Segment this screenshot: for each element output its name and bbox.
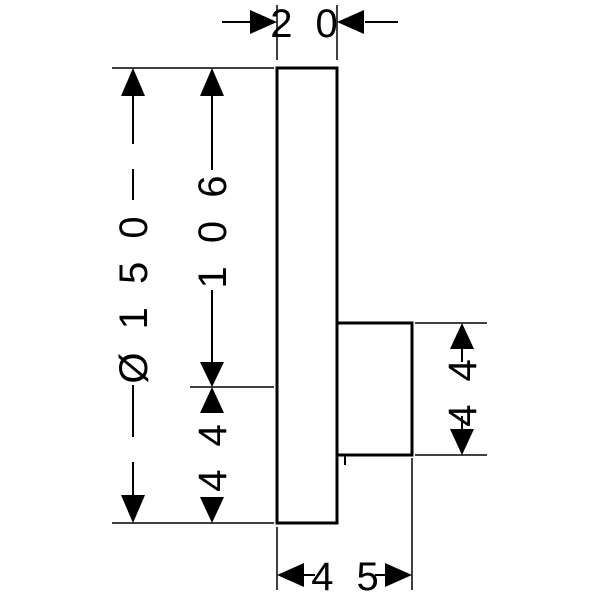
dimension-plate-diameter: Ø 1 5 0 [112, 210, 156, 383]
arrow-up-icon [200, 68, 224, 96]
dimension-plate-thickness: 2 0 [270, 2, 344, 46]
dimension-lines [132, 21, 463, 576]
arrow-left-icon [277, 563, 304, 587]
arrow-down-icon [200, 497, 224, 523]
arrow-right-icon [250, 10, 277, 34]
arrow-down-icon [200, 362, 224, 387]
cover-plate [275, 66, 339, 525]
extension-lines [112, 5, 487, 590]
arrow-left-icon [337, 10, 364, 34]
arrow-right-icon [385, 563, 412, 587]
dimension-lower-height: 4 4 [191, 418, 235, 492]
arrow-down-icon [450, 429, 474, 455]
valve-body [337, 321, 414, 457]
arrowheads [121, 10, 474, 587]
dimension-total-depth: 4 5 [311, 555, 385, 599]
dimension-upper-height: 1 0 6 [191, 170, 235, 289]
dimension-body-height: 4 4 [441, 353, 485, 427]
arrow-up-icon [121, 68, 145, 96]
part-outline [275, 66, 414, 525]
arrow-up-icon [200, 387, 224, 413]
arrow-down-icon [121, 495, 145, 523]
arrow-up-icon [450, 323, 474, 349]
